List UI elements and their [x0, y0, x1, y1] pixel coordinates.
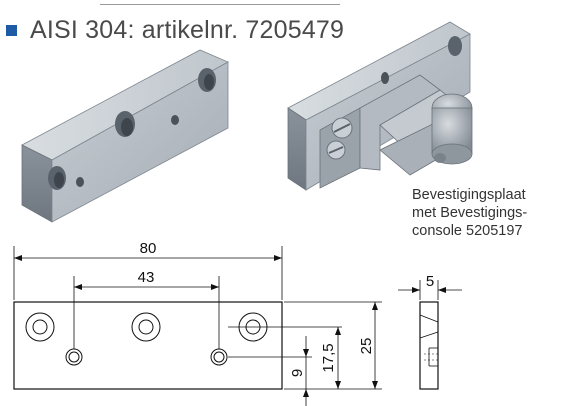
- dim-bottom-hole: 9: [289, 369, 306, 377]
- caption-line-3: console 5205197: [412, 223, 523, 239]
- dim-thickness: 5: [426, 273, 434, 290]
- front-view-drawing: 80 43 25 17,5 9: [13, 240, 382, 406]
- countersunk-hole-middle: [131, 312, 161, 342]
- side-profile: [419, 301, 439, 390]
- dim-hole-spacing: 43: [138, 269, 155, 286]
- countersunk-hole-left: [25, 312, 55, 342]
- bullet-heading: AISI 304: artikelnr. 7205479: [6, 12, 344, 48]
- top-image-edge: [100, 0, 340, 5]
- console-caption: Bevestigingsplaat met Bevestigings- cons…: [412, 186, 570, 240]
- dim-total-width: 80: [140, 240, 157, 257]
- dim-plate-height: 25: [358, 338, 375, 355]
- article-number-text: AISI 304: artikelnr. 7205479: [30, 15, 345, 44]
- plate-with-console-3d: [287, 21, 473, 191]
- dim-hole-offset: 17,5: [320, 343, 337, 372]
- mounting-plate-3d: [21, 49, 229, 223]
- caption-line-2: met Bevestigings-: [412, 205, 528, 221]
- bullet-square-icon: [6, 24, 17, 36]
- small-hole-left: [65, 348, 83, 366]
- plate-outline: [13, 301, 283, 390]
- side-view-drawing: 5: [398, 273, 462, 390]
- small-hole-right: [210, 348, 228, 366]
- caption-line-1: Bevestigingsplaat: [412, 187, 526, 203]
